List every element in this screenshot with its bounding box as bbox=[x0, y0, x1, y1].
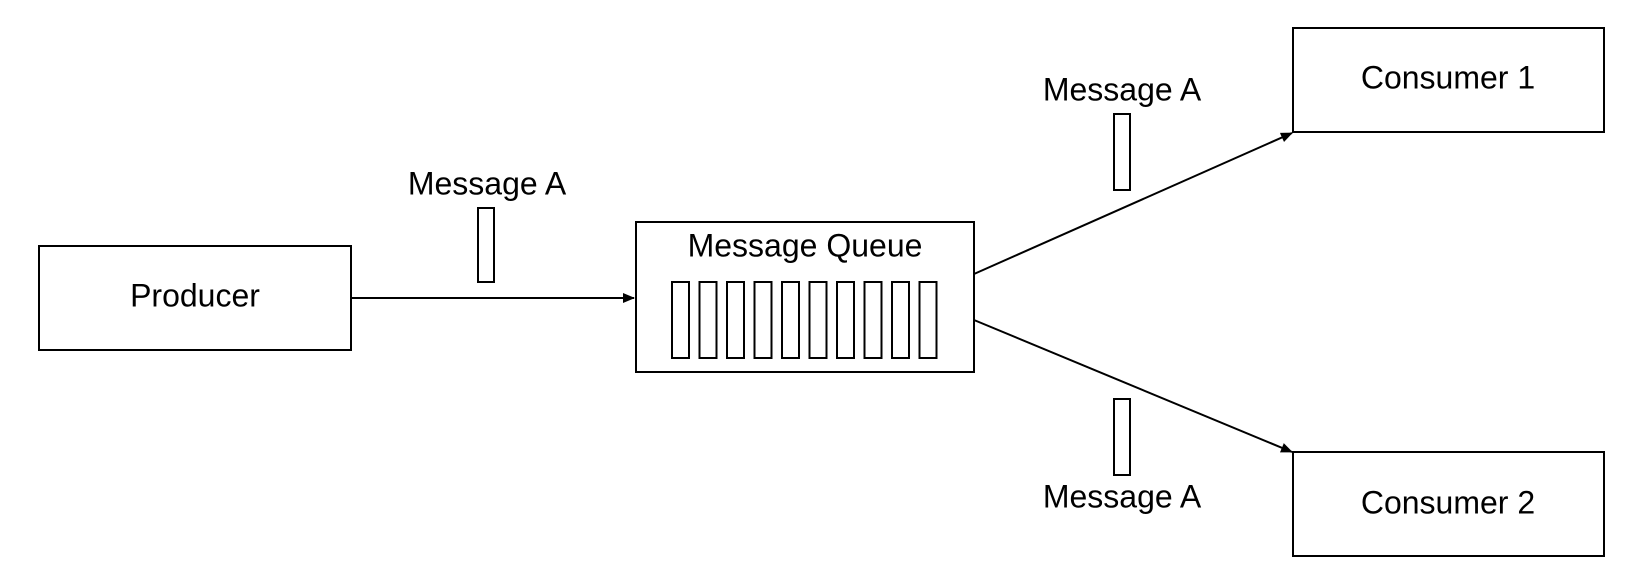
message-to-consumer1-label: Message A bbox=[1043, 71, 1202, 107]
queue-slot bbox=[863, 281, 883, 359]
producer-label: Producer bbox=[130, 277, 260, 313]
message-queue-node: Message Queue bbox=[635, 221, 975, 373]
consumer2-label: Consumer 2 bbox=[1361, 484, 1535, 520]
consumer2-node: Consumer 2 bbox=[1292, 451, 1605, 557]
message-queue-box bbox=[635, 221, 975, 373]
message-to-queue-label: Message A bbox=[408, 165, 567, 201]
queue-to-consumer1-arrow bbox=[973, 132, 1293, 275]
message-to-consumer2-label: Message A bbox=[1043, 478, 1202, 514]
message-to-consumer2-token bbox=[1113, 398, 1131, 476]
queue-slot bbox=[753, 281, 773, 359]
queue-slot bbox=[808, 281, 828, 359]
producer-node: Producer bbox=[38, 245, 352, 351]
queue-slot bbox=[918, 281, 938, 359]
queue-slot bbox=[698, 281, 718, 359]
queue-slot bbox=[726, 281, 745, 359]
consumer2-box bbox=[1292, 451, 1605, 557]
message-queue-label: Message Queue bbox=[688, 227, 923, 263]
queue-slot bbox=[671, 281, 690, 359]
consumer1-box bbox=[1292, 27, 1605, 133]
consumer1-node: Consumer 1 bbox=[1292, 27, 1605, 133]
queue-to-consumer2-arrow bbox=[973, 319, 1293, 453]
consumer1-label: Consumer 1 bbox=[1361, 59, 1535, 95]
message-to-consumer1-token bbox=[1113, 113, 1131, 191]
producer-box bbox=[38, 245, 352, 351]
message-to-queue-token bbox=[477, 207, 495, 283]
queue-slot bbox=[891, 281, 910, 359]
queue-slot bbox=[781, 281, 800, 359]
queue-slots bbox=[671, 281, 938, 359]
queue-slot bbox=[836, 281, 855, 359]
